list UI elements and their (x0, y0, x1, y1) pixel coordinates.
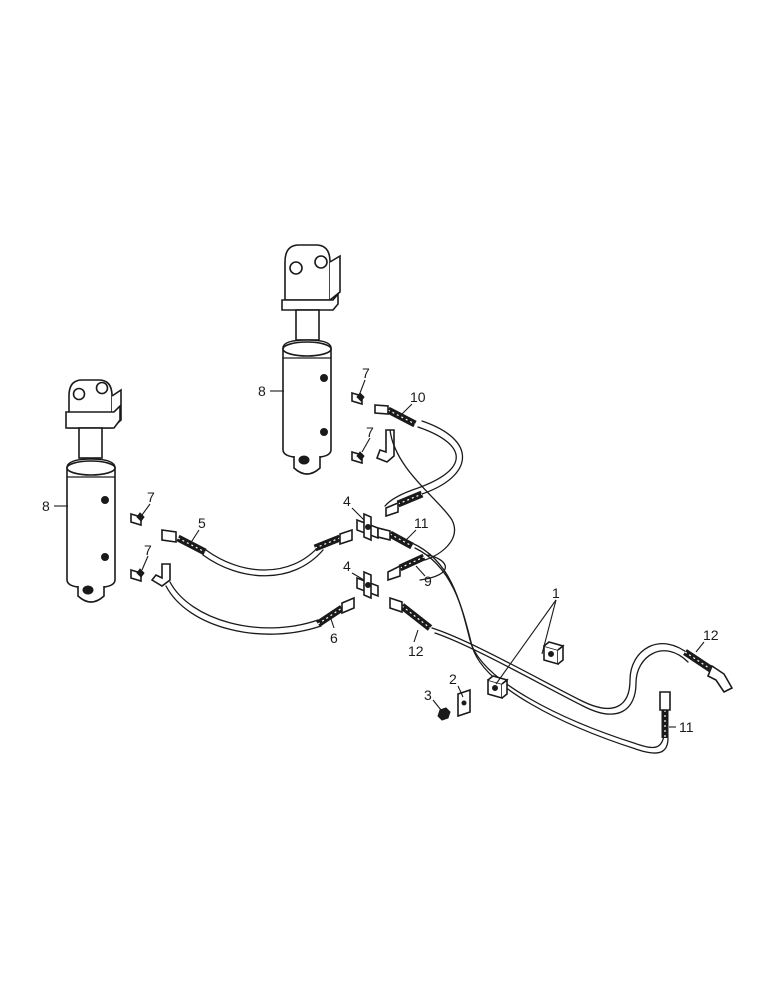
fitting-7-lower-left (130, 568, 145, 583)
callout-3: 3 (424, 687, 432, 703)
callout-7-upper-left: 7 (147, 489, 155, 505)
fitting-7-upper-right (351, 391, 365, 406)
callout-8-left: 8 (42, 498, 50, 514)
fitting-7-lower-right (351, 450, 365, 465)
clamp-upper (543, 641, 565, 666)
leader-lines (54, 379, 705, 728)
tee-fitting-upper (356, 512, 379, 542)
clamp-plate (457, 688, 471, 718)
callout-1: 1 (552, 585, 560, 601)
callout-11-right: 11 (679, 719, 694, 735)
hose-end-9 (387, 553, 426, 582)
callout-6: 6 (330, 630, 338, 646)
callout-8-right: 8 (258, 383, 266, 399)
callout-2: 2 (449, 671, 457, 687)
callout-4-upper: 4 (343, 493, 351, 509)
hose-end-upper-tee (385, 490, 424, 518)
callout-12-right: 12 (703, 627, 719, 643)
callout-7-lower-left: 7 (144, 542, 152, 558)
hose-end-5 (161, 529, 207, 556)
hose-end-5b (313, 528, 353, 552)
nut (437, 707, 451, 721)
cylinder-left (65, 379, 122, 603)
callout-labels: 1 2 3 4 4 5 6 7 7 7 7 8 8 9 10 11 11 12 … (42, 365, 719, 735)
callout-12-lower: 12 (408, 643, 424, 659)
callout-9: 9 (424, 573, 432, 589)
hose-end-6 (316, 596, 355, 627)
hose-end-11-right (659, 691, 671, 738)
hose-lines (165, 420, 691, 754)
cylinder-right (281, 244, 341, 475)
callout-4-lower: 4 (343, 558, 351, 574)
tee-fitting-lower (356, 570, 379, 600)
callout-10: 10 (410, 389, 426, 405)
hose-end-11 (377, 526, 414, 550)
fitting-7-upper-left (130, 512, 145, 527)
hose-end-10 (374, 404, 417, 428)
callout-7-upper-right: 7 (362, 365, 370, 381)
hose-end-12-right (683, 649, 734, 694)
callout-7-lower-right: 7 (366, 424, 374, 440)
callout-11-upper: 11 (414, 515, 429, 531)
callout-5: 5 (198, 515, 206, 531)
hose-end-12 (389, 596, 433, 631)
clamp-lower (487, 675, 509, 700)
elbow-fitting-left (150, 563, 171, 587)
